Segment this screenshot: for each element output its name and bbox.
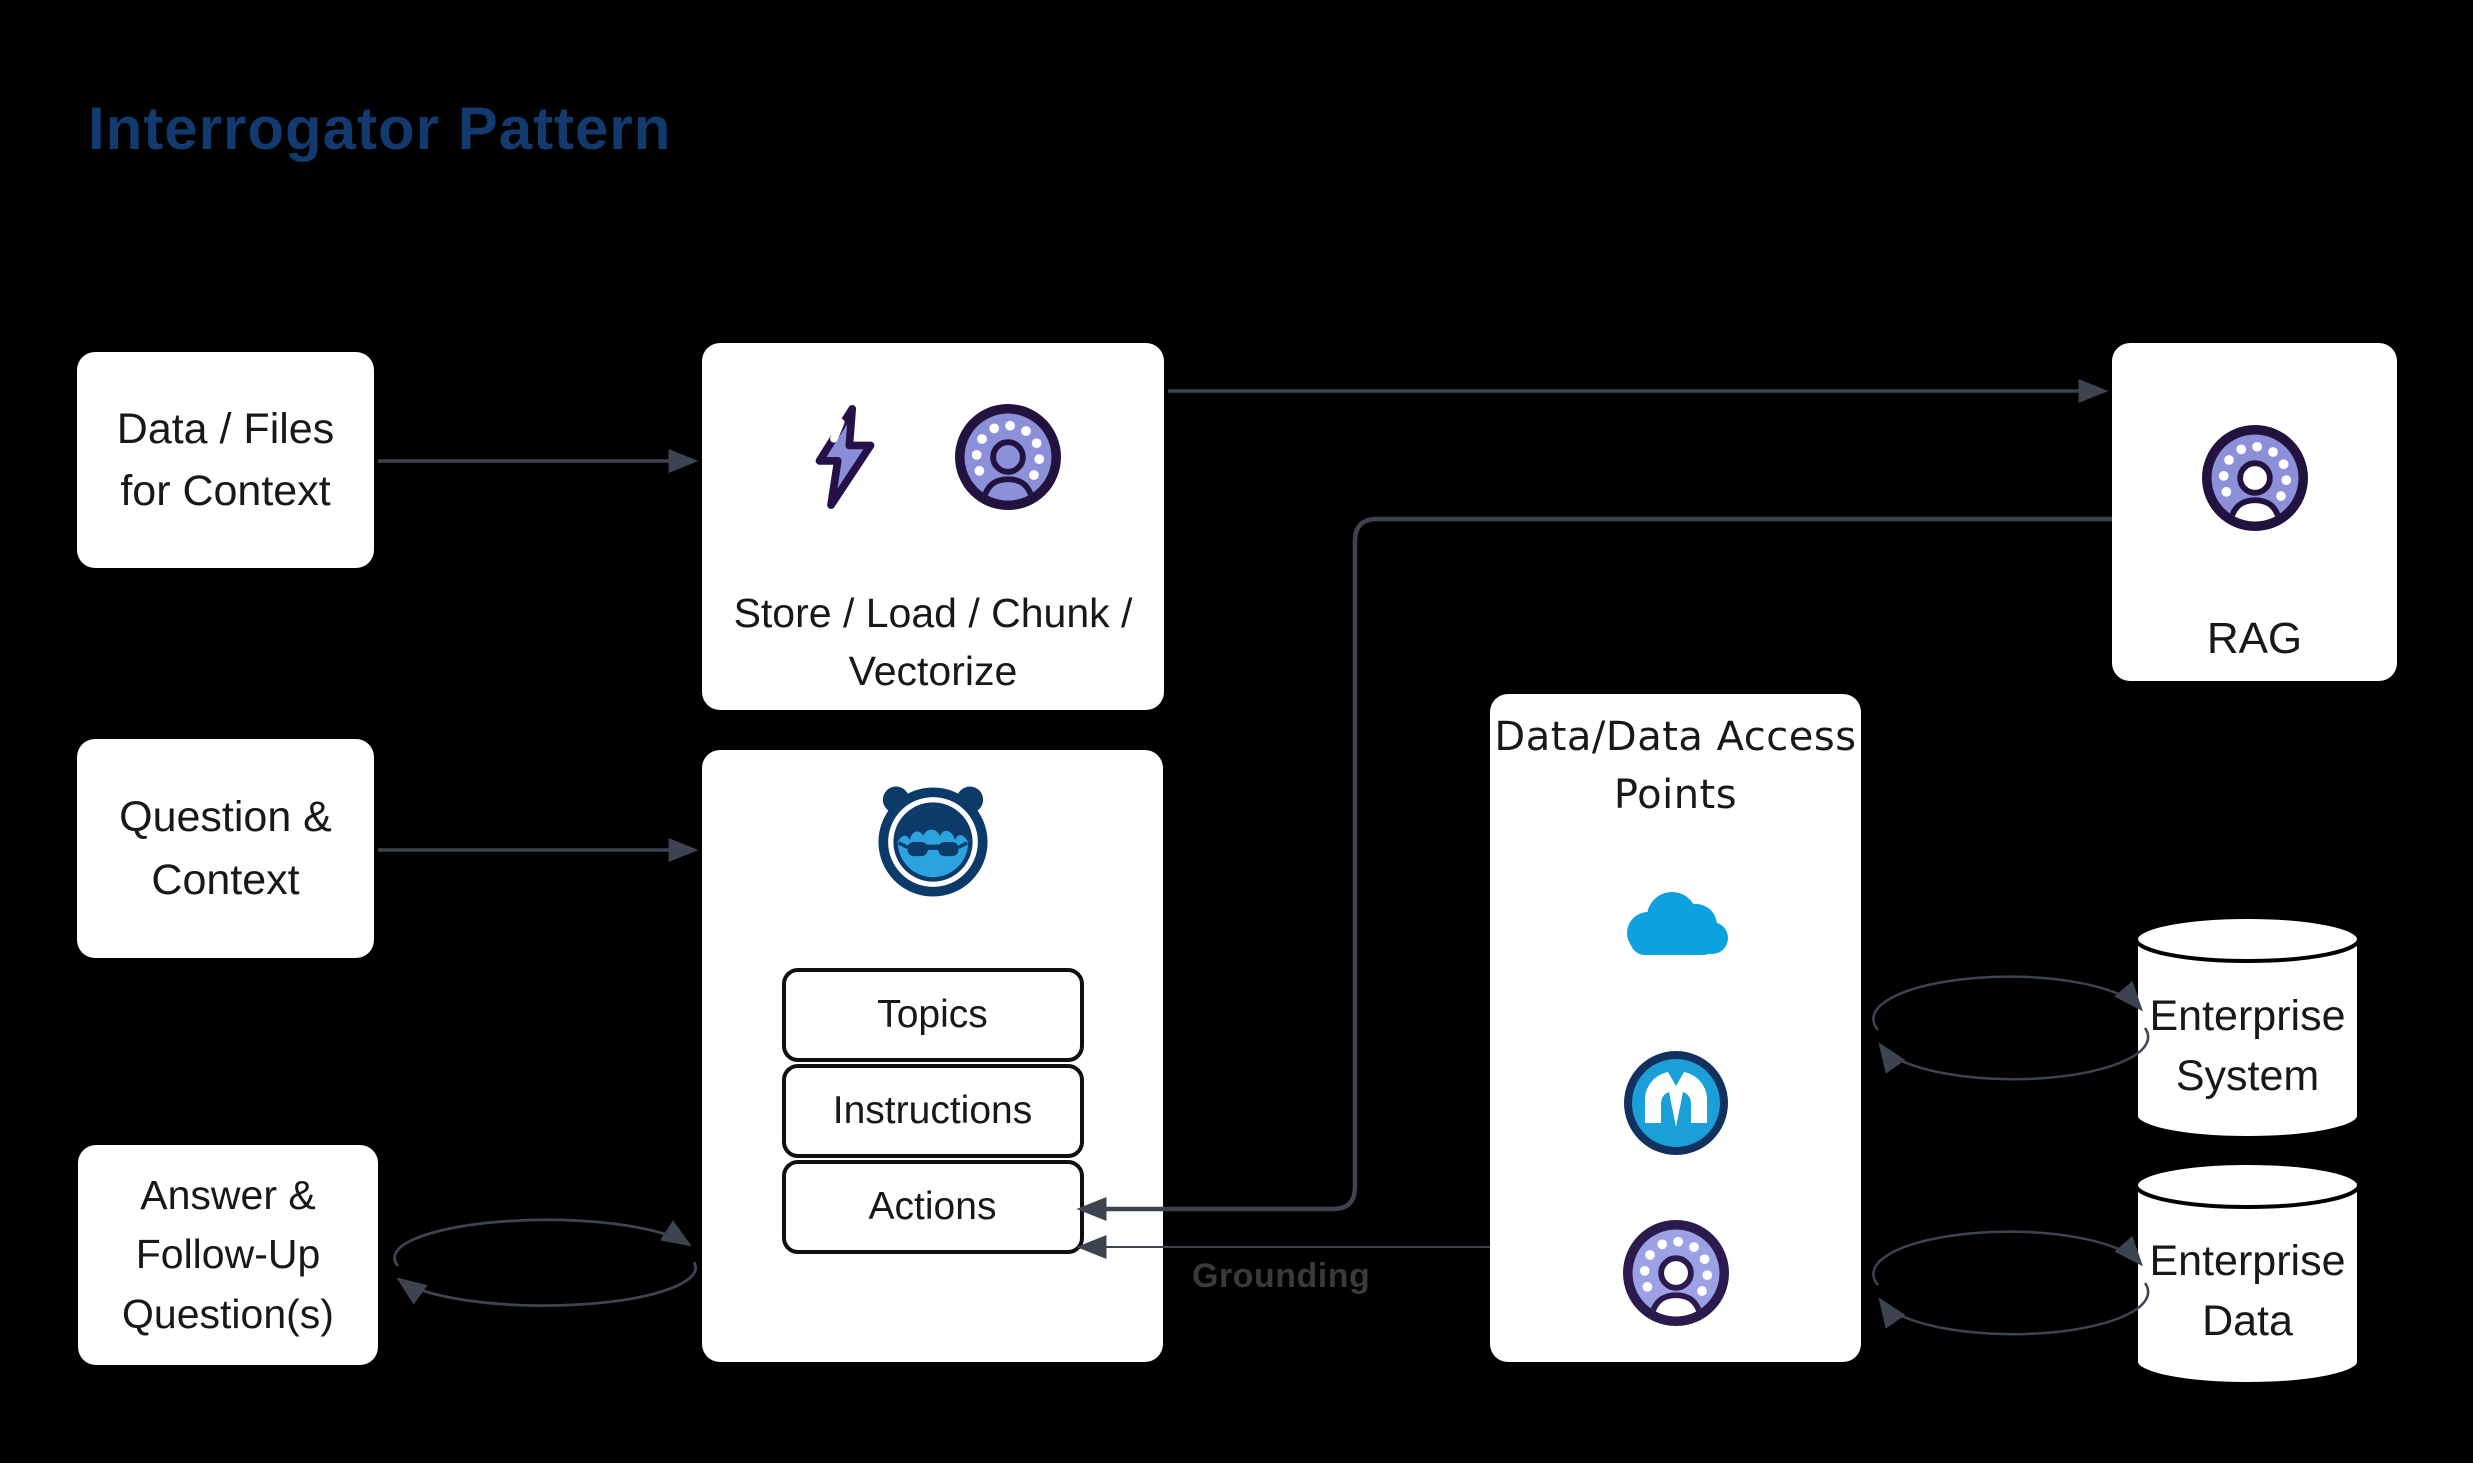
mulesoft-icon xyxy=(1623,1051,1728,1155)
agent-chip-actions: Actions xyxy=(781,1160,1084,1254)
store-label-line1: Store / Load / Chunk / xyxy=(733,589,1133,636)
question-label-line2: Context xyxy=(151,855,300,904)
einstein-avatar-icon xyxy=(954,404,1061,510)
enterprise-system-line2: System xyxy=(2175,1052,2320,1101)
data-access-title-line1: Data/Data Access xyxy=(1494,714,1857,760)
answer-followup-box: Answer & Follow-Up Question(s) xyxy=(78,1145,378,1365)
enterprise-data-label: Enterprise Data xyxy=(2136,1231,2359,1351)
chip-actions-label: Actions xyxy=(868,1184,997,1228)
question-context-box: Question & Context xyxy=(77,739,374,958)
agent-chip-topics: Topics xyxy=(781,968,1084,1062)
loop-enterprise-system-to-data-access xyxy=(1878,1027,2150,1081)
rag-box: RAG xyxy=(2112,343,2397,681)
einstein-avatar-icon xyxy=(2201,425,2308,531)
data-access-box: Data/Data Access Points xyxy=(1490,694,1861,1362)
lightning-bolt-icon xyxy=(815,405,874,509)
answer-label-line1: Answer & xyxy=(140,1171,316,1218)
store-label-line2: Vectorize xyxy=(848,647,1018,694)
enterprise-data-line1: Enterprise xyxy=(2149,1237,2346,1285)
salesforce-cloud-icon xyxy=(1626,892,1728,955)
answer-label-line3: Question(s) xyxy=(122,1290,334,1337)
data-files-label-line2: for Context xyxy=(120,467,331,515)
question-label-line1: Question & xyxy=(119,793,332,842)
data-access-title-line2: Points xyxy=(1613,772,1738,818)
rag-label: RAG xyxy=(2206,614,2303,664)
enterprise-data-line2: Data xyxy=(2202,1297,2293,1346)
loop-data-access-to-enterprise-system xyxy=(1872,975,2143,1031)
loop-agent-to-answer-bottom xyxy=(396,1261,698,1307)
answer-label-line2: Follow-Up xyxy=(135,1231,321,1278)
store-icon-row xyxy=(806,399,1061,515)
store-load-chunk-box: Store / Load / Chunk / Vectorize xyxy=(702,343,1164,710)
store-box-label: Store / Load / Chunk / Vectorize xyxy=(734,584,1133,710)
chip-instructions-label: Instructions xyxy=(832,1088,1033,1132)
agent-chip-stack: Topics Instructions Actions xyxy=(781,968,1084,1254)
grounding-label: Grounding xyxy=(1192,1257,1371,1295)
data-access-title: Data/Data Access Points xyxy=(1494,694,1856,824)
loop-data-access-to-enterprise-data xyxy=(1872,1230,2143,1286)
loop-enterprise-data-to-data-access xyxy=(1878,1282,2150,1336)
enterprise-system-line1: Enterprise xyxy=(2149,992,2346,1040)
page-title: Interrogator Pattern xyxy=(88,95,672,162)
enterprise-system-label: Enterprise System xyxy=(2136,986,2359,1106)
data-files-label-line1: Data / Files xyxy=(116,404,335,453)
einstein-avatar-icon xyxy=(1622,1220,1729,1326)
data-files-box: Data / Files for Context xyxy=(77,352,374,568)
agent-chip-instructions: Instructions xyxy=(781,1064,1084,1158)
agentforce-mascot-icon xyxy=(877,786,988,897)
loop-answer-to-agent-top xyxy=(393,1218,692,1267)
chip-topics-label: Topics xyxy=(877,992,988,1036)
agent-box: Topics Instructions Actions xyxy=(702,750,1163,1362)
